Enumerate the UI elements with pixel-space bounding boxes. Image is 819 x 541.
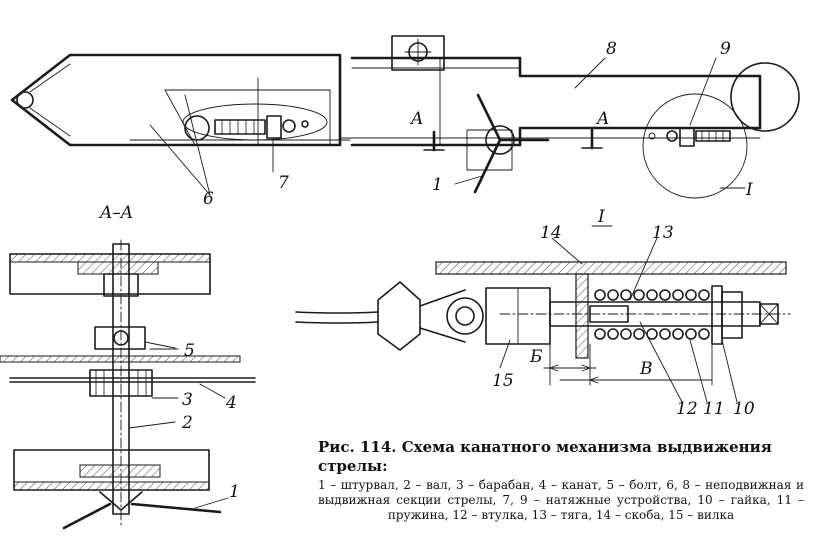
- label-9: 9: [720, 39, 731, 59]
- label-A-left: A: [409, 109, 423, 129]
- boom-top-view: 8 9 A A 7 1 6 I: [10, 35, 800, 209]
- telescopic-boom-section: [350, 35, 800, 147]
- dimension-V: B: [639, 359, 653, 379]
- label-15: 15: [492, 371, 514, 391]
- label-12: 12: [676, 399, 698, 419]
- top-view-leaders: [149, 57, 746, 196]
- caption-legend: 1 – штурвал, 2 – вал, 3 – барабан, 4 – к…: [318, 478, 804, 522]
- label-3: 3: [182, 390, 193, 410]
- spring-11: [594, 289, 710, 340]
- figure-caption: Рис. 114. Схема канатного механизма выдв…: [318, 438, 804, 523]
- label-2: 2: [181, 413, 193, 433]
- label-1-section: 1: [229, 482, 240, 502]
- tensioner-device-9: [642, 93, 748, 199]
- label-7: 7: [278, 173, 289, 193]
- dimension-B-cyr: Б: [529, 347, 543, 367]
- section-marks: [423, 126, 603, 152]
- label-A-right: A: [595, 109, 609, 129]
- tensioner-device-7: [129, 103, 351, 141]
- label-I-callout: I: [745, 180, 753, 200]
- section-A-A: A–A 5 3: [0, 203, 256, 530]
- section-title: A–A: [98, 203, 133, 223]
- caption-title: Рис. 114. Схема канатного механизма выдв…: [318, 438, 772, 475]
- label-14: 14: [540, 223, 562, 243]
- handwheel-assembly: [339, 93, 761, 194]
- detail-title: I: [597, 207, 605, 227]
- label-10: 10: [733, 399, 755, 419]
- label-4: 4: [225, 393, 237, 413]
- label-1-top: 1: [432, 175, 443, 195]
- label-8: 8: [606, 39, 617, 59]
- label-13: 13: [652, 223, 674, 243]
- label-5: 5: [184, 341, 195, 361]
- label-6: 6: [203, 189, 214, 209]
- detail-I: I: [295, 207, 791, 419]
- label-11: 11: [703, 399, 725, 419]
